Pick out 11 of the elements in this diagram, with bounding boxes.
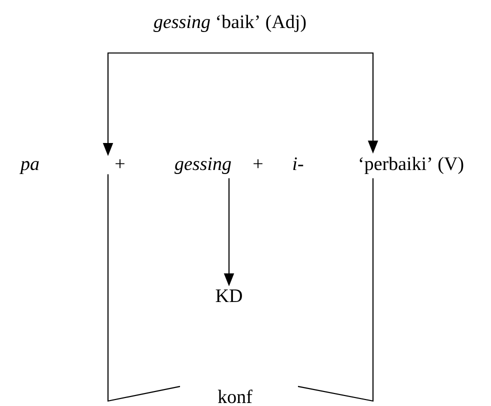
heading-label: gessing ‘baik’ (Adj) <box>154 14 306 32</box>
bracket-line <box>107 174 180 402</box>
morpheme-text: pa <box>19 161 39 174</box>
morpheme-text: gessing <box>174 157 231 174</box>
morpheme-text: i- <box>293 157 304 170</box>
morpheme-text: + <box>116 159 124 168</box>
morpheme-text: + <box>254 159 262 168</box>
bracket-line <box>298 178 374 402</box>
morpheme-text: KD <box>216 290 242 302</box>
morpheme-text: ‘perbaiki’ (V) <box>360 156 464 174</box>
morpheme-text: konf <box>218 390 252 404</box>
